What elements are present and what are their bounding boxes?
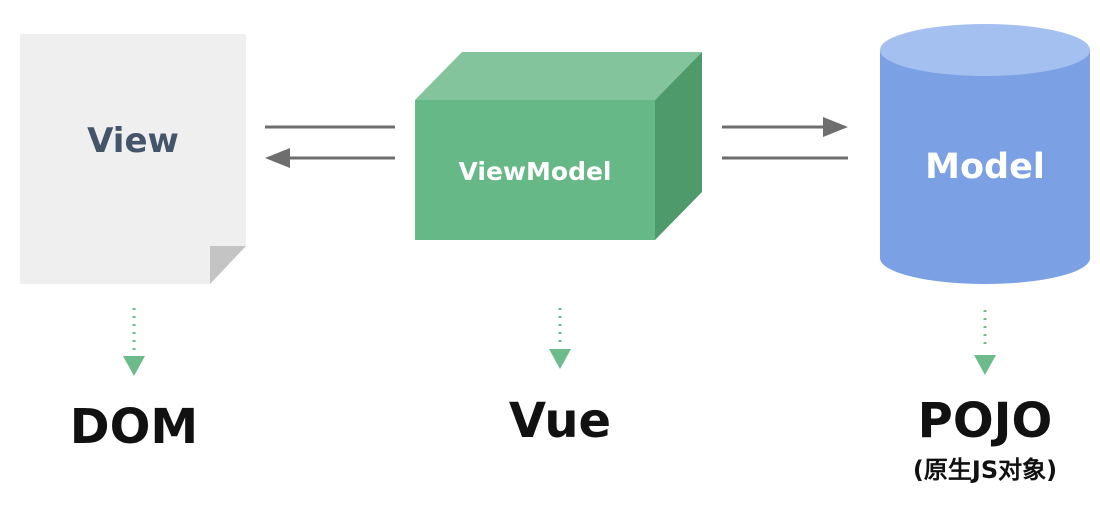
model-node: Model (880, 24, 1090, 284)
pojo-label: POJO (918, 393, 1053, 449)
view-label: View (87, 121, 179, 161)
viewmodel-label: ViewModel (458, 157, 611, 186)
view-page-shape (20, 34, 246, 284)
viewmodel-node: ViewModel (415, 52, 702, 240)
arrow-down-icon (123, 356, 145, 376)
pojo-note: (原生JS对象) (913, 456, 1057, 484)
viewmodel-box-top (415, 52, 702, 100)
viewmodel-model-connector (722, 117, 848, 160)
arrow-right-icon (823, 117, 848, 137)
viewmodel-vue-arrow (549, 308, 571, 369)
view-dom-arrow (123, 308, 145, 376)
dom-label: DOM (70, 399, 198, 455)
view-node: View (20, 34, 246, 284)
arrow-down-icon (549, 349, 571, 369)
viewmodel-box-front (415, 100, 655, 240)
model-label: Model (925, 147, 1045, 187)
viewmodel-box-side (655, 52, 702, 240)
view-viewmodel-connector (265, 125, 395, 168)
view-page-fold (210, 246, 246, 284)
vue-label: Vue (509, 393, 611, 449)
model-cylinder-top (880, 24, 1090, 76)
arrow-down-icon (974, 355, 996, 375)
model-cylinder-body (880, 50, 1090, 284)
model-pojo-arrow (974, 310, 996, 375)
arrow-left-icon (265, 148, 290, 168)
